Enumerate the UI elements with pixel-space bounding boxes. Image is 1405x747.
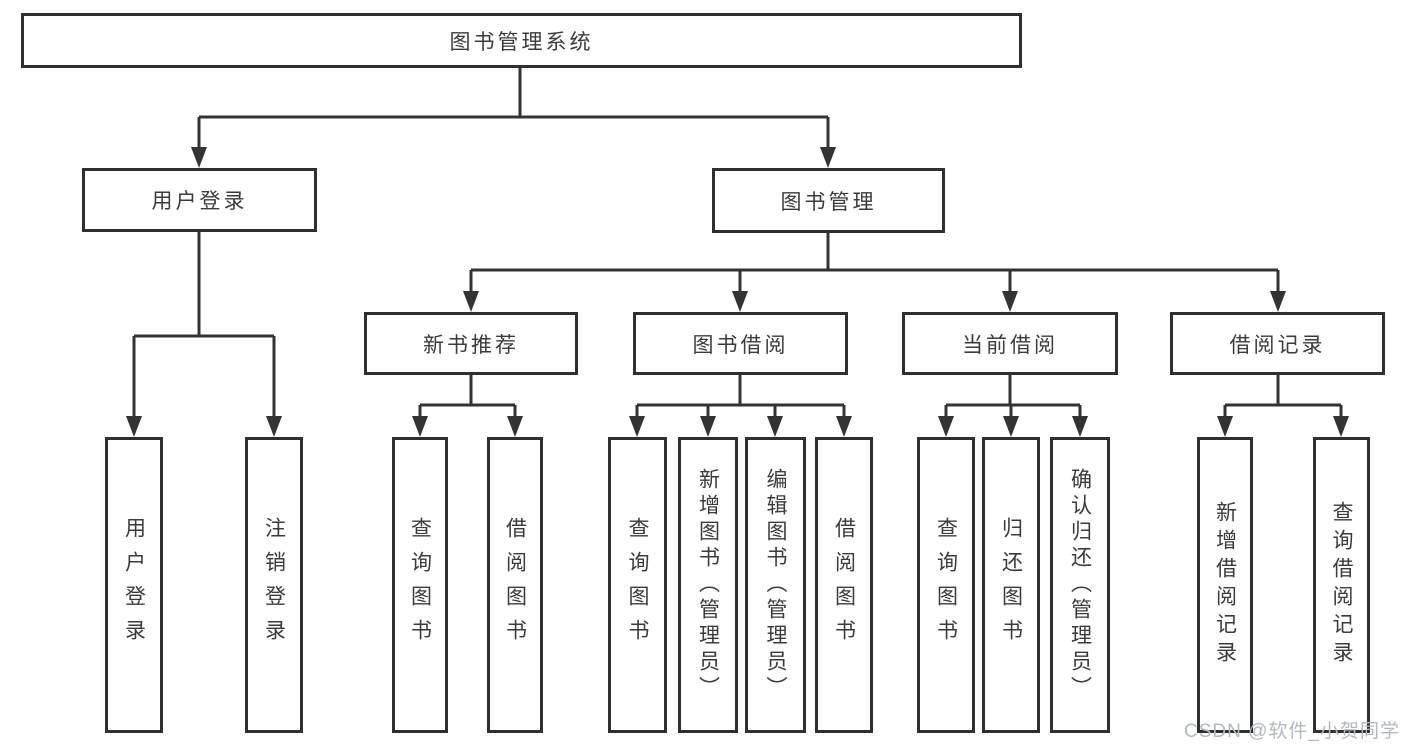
leaf-borrow-books-recommend: 借阅图书 — [487, 437, 543, 733]
leaf-label: 归还图书 — [999, 517, 1023, 653]
leaf-label: 借阅图书 — [503, 517, 527, 653]
leaf-query-books-recommend: 查询图书 — [392, 437, 448, 733]
node-label: 新书推荐 — [423, 333, 519, 357]
node-label: 用户登录 — [151, 190, 248, 213]
leaf-label: 编辑图书（管理员） — [764, 468, 787, 702]
csdn-watermark: CSDN @软件_小贺同学 — [1184, 721, 1400, 742]
leaf-label: 确认归还（管理员） — [1068, 468, 1092, 702]
node-label: 图书管理 — [780, 190, 877, 214]
leaf-label: 用户登录 — [122, 517, 146, 653]
node-label: 图书借阅 — [692, 333, 789, 357]
leaf-query-books-borrowing: 查询图书 — [608, 437, 667, 733]
node-book-management: 图书管理 — [712, 168, 945, 233]
leaf-label: 新增借阅记录 — [1213, 501, 1237, 669]
leaf-add-books-admin: 新增图书（管理员） — [678, 437, 738, 733]
node-new-book-recommendation: 新书推荐 — [364, 312, 578, 375]
leaf-label: 查询图书 — [626, 517, 649, 653]
leaf-label: 查询图书 — [934, 517, 958, 653]
leaf-label: 借阅图书 — [832, 517, 856, 653]
leaf-confirm-return-admin: 确认归还（管理员） — [1050, 437, 1110, 733]
leaf-label: 查询图书 — [408, 517, 432, 653]
leaf-logout: 注销登录 — [245, 437, 303, 733]
node-label: 借阅记录 — [1229, 333, 1326, 357]
leaf-edit-books-admin: 编辑图书（管理员） — [745, 437, 806, 733]
leaf-add-borrow-record: 新增借阅记录 — [1197, 437, 1253, 733]
leaf-label: 新增图书（管理员） — [696, 468, 720, 702]
leaf-return-books: 归还图书 — [982, 437, 1040, 733]
leaf-label: 注销登录 — [262, 517, 286, 653]
node-user-login: 用户登录 — [82, 168, 317, 232]
leaf-borrow-books-borrowing: 借阅图书 — [815, 437, 873, 733]
node-label: 图书管理系统 — [449, 30, 594, 54]
node-current-borrowing: 当前借阅 — [902, 312, 1118, 375]
leaf-label: 查询借阅记录 — [1330, 501, 1353, 669]
leaf-query-borrow-record: 查询借阅记录 — [1313, 437, 1370, 733]
leaf-query-books-current: 查询图书 — [917, 437, 975, 733]
node-label: 当前借阅 — [962, 333, 1058, 357]
node-borrowing-records: 借阅记录 — [1170, 312, 1385, 375]
leaf-user-login: 用户登录 — [105, 437, 163, 733]
node-book-borrowing: 图书借阅 — [633, 312, 848, 375]
node-library-system: 图书管理系统 — [21, 13, 1022, 68]
